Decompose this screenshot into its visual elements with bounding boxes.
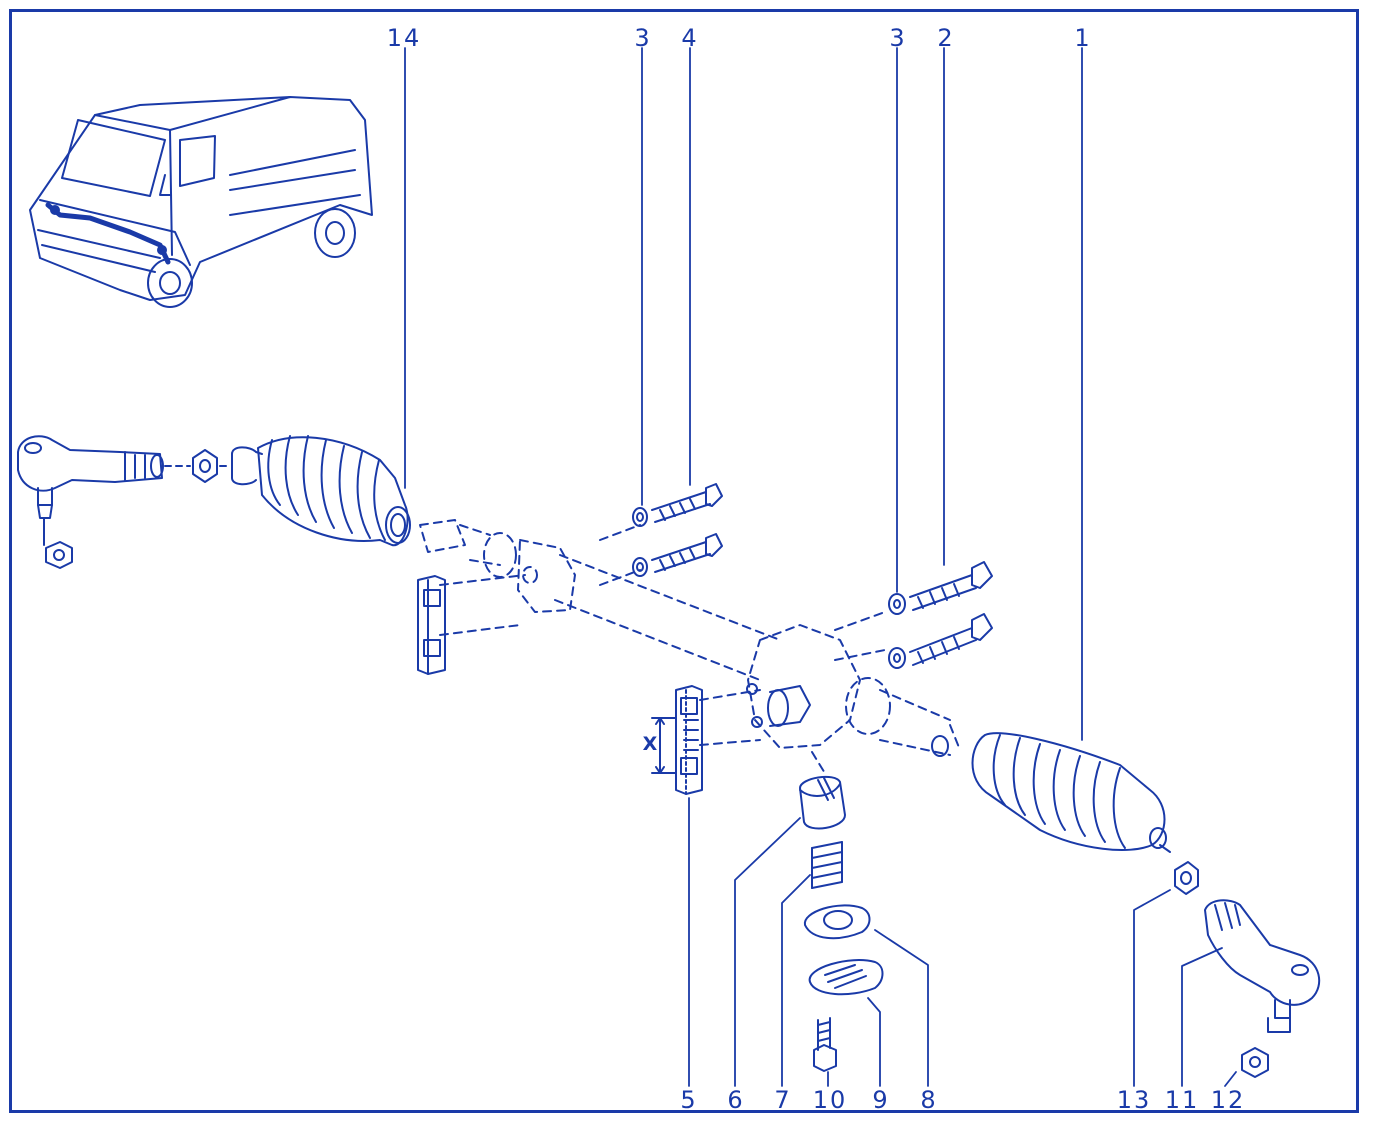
right-lock-nut-13: [1174, 861, 1199, 895]
left-nut: [45, 541, 73, 569]
diagram-frame: [9, 9, 1359, 1113]
clamp-plate-5: [675, 685, 703, 795]
washer-3-right-upper: [888, 593, 906, 615]
pinion-splines: [746, 683, 811, 728]
bolt-4-lower: [651, 533, 723, 573]
spring-7: [811, 841, 843, 889]
callout-3-right: 3: [889, 24, 907, 52]
van-illustration: [29, 96, 373, 308]
washer-3-upper: [632, 507, 648, 527]
plunger-6: [799, 775, 846, 830]
callout-7: 7: [774, 1086, 792, 1114]
bolt-4-upper: [651, 483, 723, 523]
rack-housing: [419, 519, 961, 776]
bolt-10: [813, 1017, 837, 1072]
left-bellows: [231, 435, 411, 547]
callout-11: 11: [1164, 1086, 1200, 1114]
right-nut-12: [1241, 1047, 1269, 1078]
left-tie-rod-end: [17, 435, 164, 546]
gasket-8: [803, 904, 871, 940]
callout-1: 1: [1074, 24, 1092, 52]
left-lock-nut: [192, 449, 218, 483]
callout-9: 9: [872, 1086, 890, 1114]
right-tie-rod-end-11: [1204, 899, 1321, 1033]
right-bellows: [931, 732, 1171, 853]
callout-12: 12: [1210, 1086, 1246, 1114]
callout-13: 13: [1116, 1086, 1152, 1114]
cover-plate-9: [808, 959, 884, 996]
callout-4: 4: [681, 24, 699, 52]
leader-lines: [404, 47, 1237, 1087]
washer-3-lower: [632, 557, 648, 577]
callout-10: 10: [812, 1086, 848, 1114]
bolt-2-lower: [909, 613, 993, 666]
callout-6: 6: [727, 1086, 745, 1114]
bolt-2-upper: [909, 561, 993, 611]
callout-3-left: 3: [634, 24, 652, 52]
dimension-x-label: X: [642, 733, 658, 755]
left-clamp-plate: [417, 575, 446, 675]
callout-8: 8: [920, 1086, 938, 1114]
washer-3-right-lower: [888, 647, 906, 669]
callout-14: 14: [386, 24, 422, 52]
callout-2: 2: [937, 24, 955, 52]
dimension-x: [651, 717, 677, 774]
callout-5: 5: [680, 1086, 698, 1114]
